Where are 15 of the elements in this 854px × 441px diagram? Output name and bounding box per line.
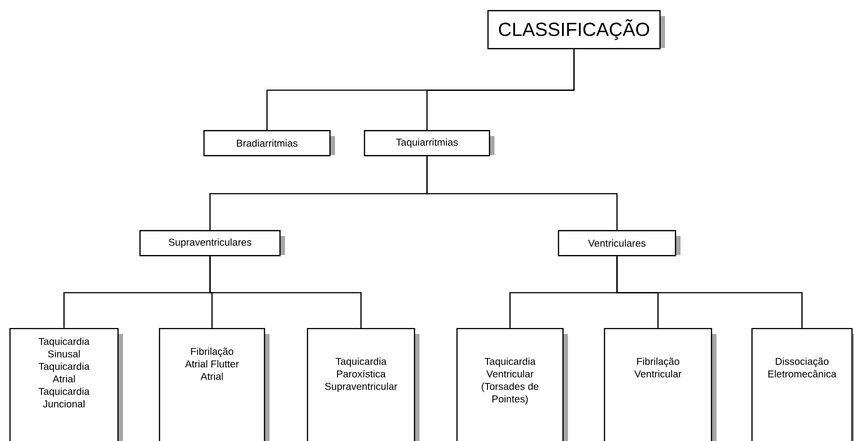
title-box: CLASSIFICAÇÃO	[487, 10, 665, 50]
category-box: Bradiarritmias	[203, 130, 335, 156]
arrhythmia-box: Taquicardia Sinusal Taquicardia Atrial Taquicardia Juncional	[9, 328, 123, 441]
connector-line	[426, 49, 575, 130]
arrhythmia-box: Taquicardia Paroxística Supraventricular	[306, 328, 420, 441]
category-box: Taquiarritmias	[364, 130, 494, 156]
arrhythmia-box: Fibrilação Ventricular	[604, 328, 716, 441]
category-box: Ventriculares	[558, 230, 680, 256]
arrhythmia-box: Taquicardia Ventricular (Torsades de Pointes)	[456, 328, 568, 441]
category-box: Supraventriculares	[139, 230, 285, 256]
arrhythmia-box: Dissociação Eletromecânica	[751, 328, 854, 441]
connector-line	[426, 156, 618, 230]
arrhythmia-box: Fibrilação Atrial Flutter Atrial	[158, 328, 270, 441]
connector-line	[616, 256, 803, 328]
connector-line	[209, 256, 362, 328]
